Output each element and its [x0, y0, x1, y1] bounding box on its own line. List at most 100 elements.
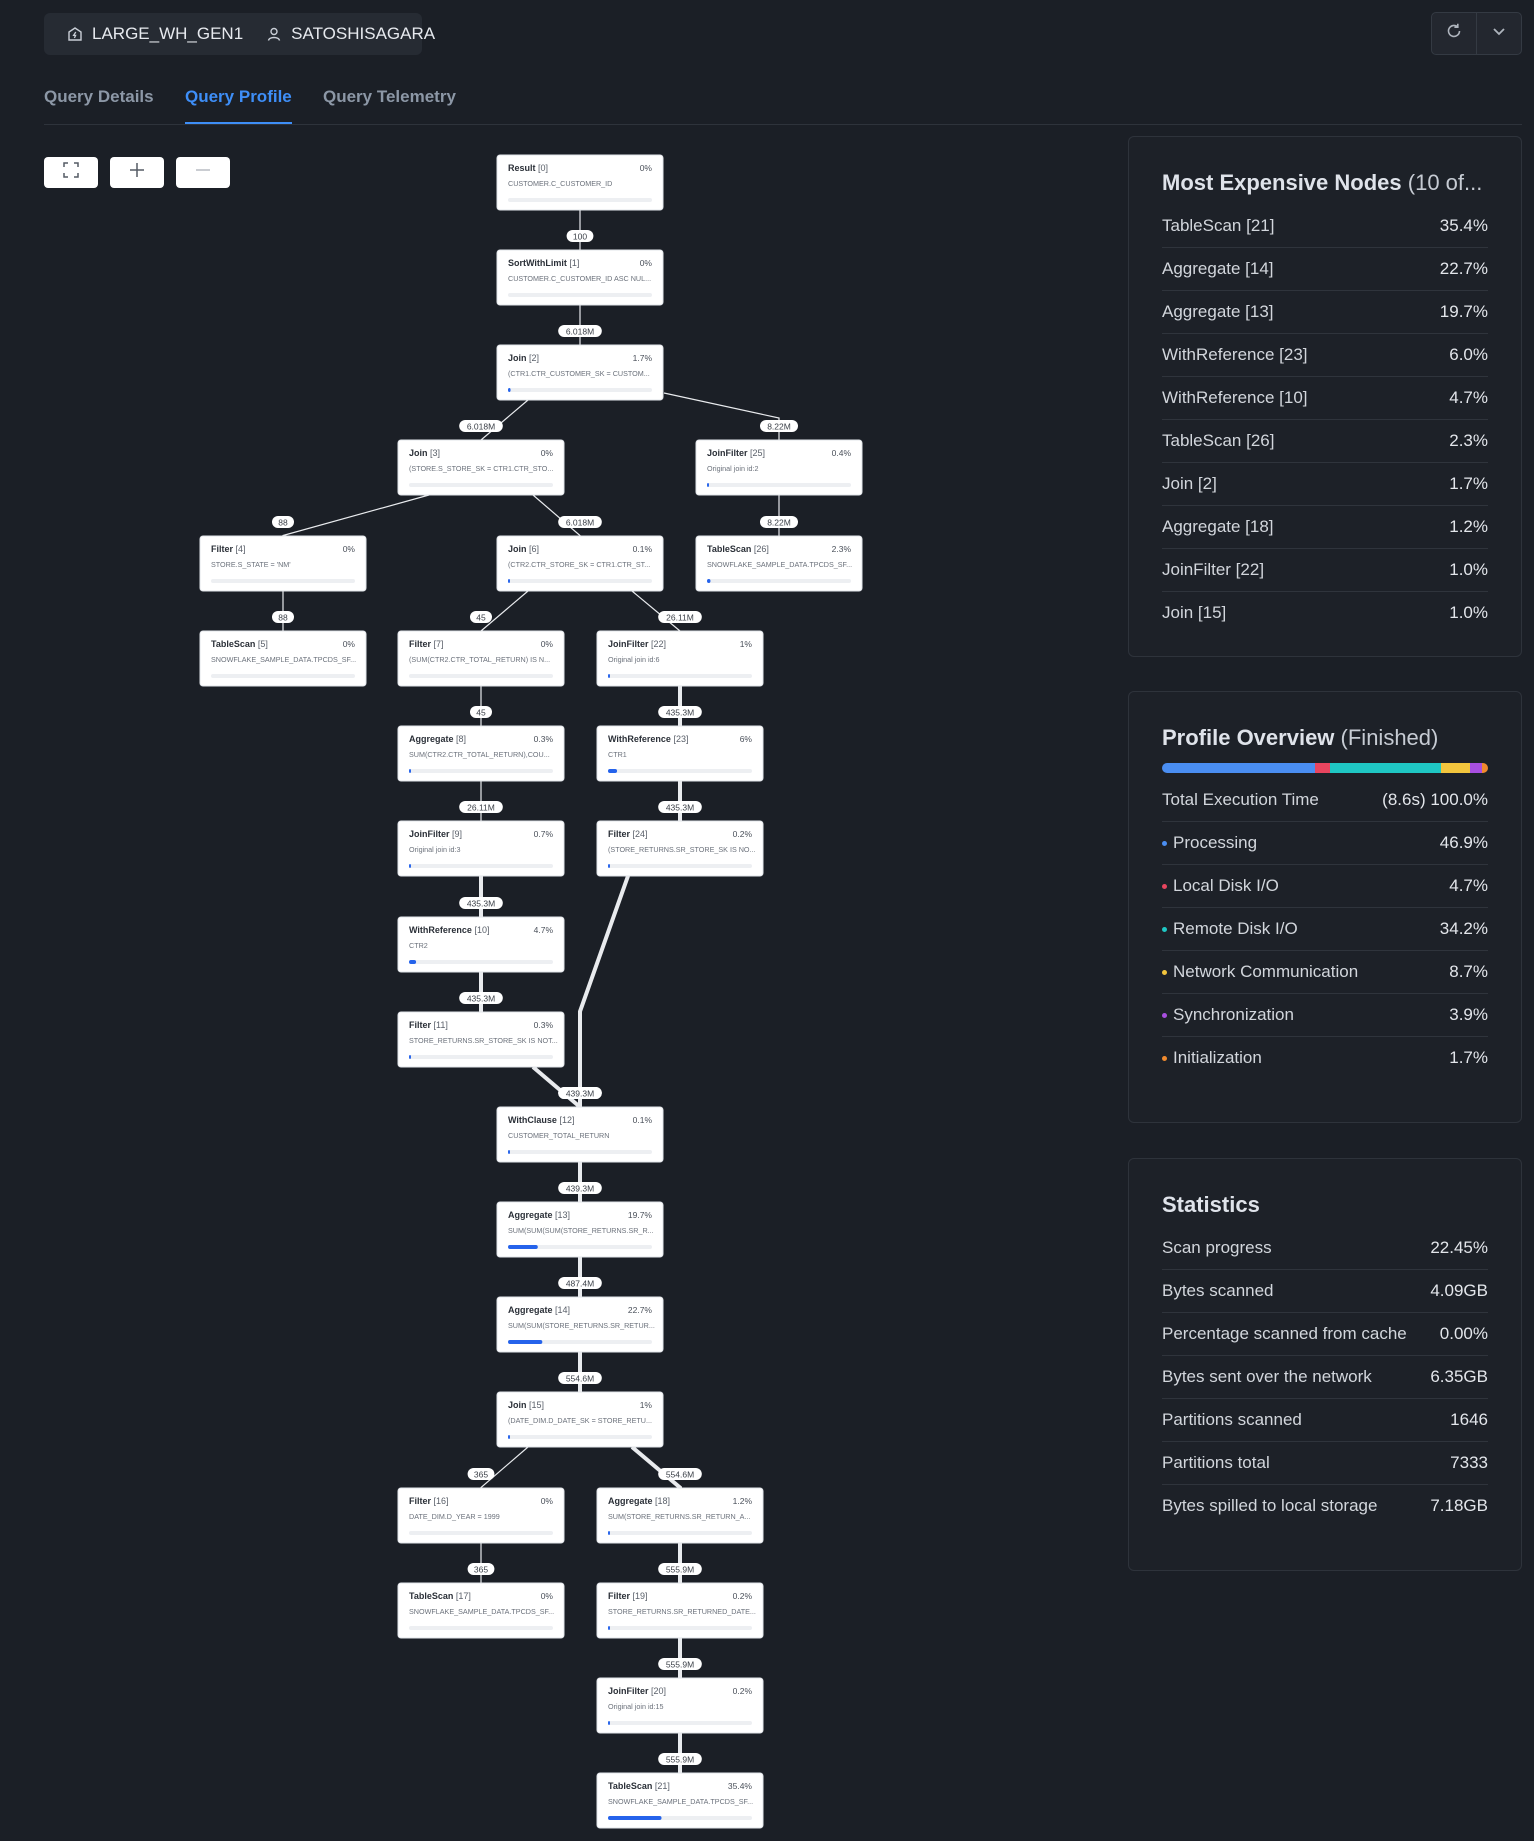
operator-node[interactable]: JoinFilter [9]0.7%Original join id:3 — [397, 820, 565, 877]
operator-node[interactable]: Filter [11]0.3%STORE_RETURNS.SR_STORE_SK… — [397, 1011, 565, 1068]
expensive-node-row[interactable]: TableScan [21]35.4% — [1162, 205, 1488, 248]
node-percent: 1.7% — [633, 353, 653, 363]
operator-node[interactable]: Filter [19]0.2%STORE_RETURNS.SR_RETURNED… — [596, 1582, 764, 1639]
edge-line — [663, 392, 780, 440]
operator-node[interactable]: JoinFilter [20]0.2%Original join id:15 — [596, 1677, 764, 1734]
edge-row-count: 435.3M — [658, 801, 702, 813]
edge-pill — [459, 992, 503, 1004]
edge-pill — [558, 516, 602, 528]
node-title: WithReference [10] — [409, 925, 489, 935]
node-percent: 22.7% — [628, 1305, 653, 1315]
node-id: [12] — [557, 1115, 575, 1125]
operator-node[interactable]: Aggregate [8]0.3%SUM(CTR2.CTR_TOTAL_RETU… — [397, 725, 565, 782]
expensive-node-row[interactable]: WithReference [23]6.0% — [1162, 334, 1488, 377]
expensive-node-value: 19.7% — [1439, 302, 1488, 321]
expensive-node-label: Aggregate [14] — [1162, 259, 1274, 278]
expensive-node-row[interactable]: Aggregate [14]22.7% — [1162, 248, 1488, 291]
operator-node[interactable]: TableScan [21]35.4%SNOWFLAKE_SAMPLE_DATA… — [596, 1772, 764, 1829]
zoom-out-button[interactable] — [176, 157, 230, 188]
node-title: JoinFilter [20] — [608, 1686, 666, 1696]
node-card — [496, 1201, 664, 1258]
node-card — [496, 1391, 664, 1448]
tab-query-profile[interactable]: Query Profile — [185, 86, 292, 124]
operator-node[interactable]: Filter [24]0.2%(STORE_RETURNS.SR_STORE_S… — [596, 820, 764, 877]
operator-node[interactable]: WithReference [23]6%CTR1 — [596, 725, 764, 782]
node-progress-fill — [608, 1626, 610, 1630]
edge-pill — [558, 1372, 602, 1384]
node-detail: CTR2 — [409, 941, 428, 950]
node-progress-track — [508, 1340, 652, 1344]
node-card — [695, 439, 863, 496]
edge-label: 6.018M — [467, 422, 495, 432]
node-detail: (CTR2.CTR_STORE_SK = CTR1.CTR_ST... — [508, 560, 650, 569]
operator-node[interactable]: Aggregate [18]1.2%SUM(STORE_RETURNS.SR_R… — [596, 1487, 764, 1544]
node-progress-track — [409, 1055, 553, 1059]
execution-bar-segment — [1162, 763, 1315, 773]
operator-node[interactable]: JoinFilter [22]1%Original join id:6 — [596, 630, 764, 687]
statistic-label: Bytes sent over the network — [1162, 1367, 1372, 1386]
operator-node[interactable]: Join [2]1.7%(CTR1.CTR_CUSTOMER_SK = CUST… — [496, 344, 664, 401]
node-id: [17] — [453, 1591, 471, 1601]
operator-node[interactable]: JoinFilter [25]0.4%Original join id:2 — [695, 439, 863, 496]
tab-query-telemetry[interactable]: Query Telemetry — [323, 87, 456, 106]
edge-line — [282, 494, 430, 537]
dropdown-button[interactable] — [1476, 13, 1521, 54]
profile-overview-status: (Finished) — [1340, 725, 1439, 750]
node-card — [496, 249, 664, 306]
operator-node[interactable]: Filter [16]0%DATE_DIM.D_YEAR = 1999 — [397, 1487, 565, 1544]
operator-node[interactable]: TableScan [26]2.3%SNOWFLAKE_SAMPLE_DATA.… — [695, 535, 863, 592]
operator-node[interactable]: TableScan [17]0%SNOWFLAKE_SAMPLE_DATA.TP… — [397, 1582, 565, 1639]
edge-row-count: 435.3M — [459, 992, 503, 1004]
node-title: JoinFilter [22] — [608, 639, 666, 649]
edge-pill — [760, 516, 798, 528]
operator-node[interactable]: Join [3]0%(STORE.S_STORE_SK = CTR1.CTR_S… — [397, 439, 565, 496]
tab-query-details[interactable]: Query Details — [44, 87, 154, 106]
breakdown-label: Remote Disk I/O — [1162, 919, 1298, 939]
edge-label: 439.3M — [566, 1089, 594, 1099]
expensive-node-label: JoinFilter [22] — [1162, 560, 1265, 579]
operator-node[interactable]: Aggregate [14]22.7%SUM(SUM(STORE_RETURNS… — [496, 1296, 664, 1353]
expensive-node-row[interactable]: WithReference [10]4.7% — [1162, 377, 1488, 420]
profile-overview-panel: Profile Overview (Finished) Total Execut… — [1128, 691, 1522, 1123]
edge-pill — [566, 230, 594, 242]
node-title-text: Filter — [608, 829, 631, 839]
node-title-text: Join — [508, 1400, 527, 1410]
operator-node[interactable]: TableScan [5]0%SNOWFLAKE_SAMPLE_DATA.TPC… — [199, 630, 367, 687]
edge-line — [532, 494, 581, 536]
edge-row-count: 555.9M — [658, 1563, 702, 1575]
node-percent: 35.4% — [728, 1781, 753, 1791]
node-progress-fill — [409, 960, 417, 964]
node-progress-track — [508, 293, 652, 297]
statistic-label: Bytes scanned — [1162, 1281, 1274, 1300]
refresh-button[interactable] — [1432, 13, 1476, 54]
expensive-node-row[interactable]: TableScan [26]2.3% — [1162, 420, 1488, 463]
operator-node[interactable]: Filter [7]0%(SUM(CTR2.CTR_TOTAL_RETURN) … — [397, 630, 565, 687]
fit-to-screen-button[interactable] — [44, 157, 98, 188]
node-detail: CUSTOMER_TOTAL_RETURN — [508, 1131, 609, 1140]
edge-label: 6.018M — [566, 327, 594, 337]
operator-node[interactable]: Aggregate [13]19.7%SUM(SUM(SUM(STORE_RET… — [496, 1201, 664, 1258]
node-title-text: Aggregate — [508, 1305, 553, 1315]
edge-row-count: 45 — [470, 611, 492, 623]
zoom-in-button[interactable] — [110, 157, 164, 188]
expensive-node-row[interactable]: Join [15]1.0% — [1162, 592, 1488, 634]
operator-node[interactable]: SortWithLimit [1]0%CUSTOMER.C_CUSTOMER_I… — [496, 249, 664, 306]
operator-node[interactable]: Join [6]0.1%(CTR2.CTR_STORE_SK = CTR1.CT… — [496, 535, 664, 592]
operator-node[interactable]: Filter [4]0%STORE.S_STATE = 'NM' — [199, 535, 367, 592]
expensive-node-row[interactable]: Aggregate [18]1.2% — [1162, 506, 1488, 549]
expensive-node-row[interactable]: Aggregate [13]19.7% — [1162, 291, 1488, 334]
expensive-node-row[interactable]: Join [2]1.7% — [1162, 463, 1488, 506]
operator-node[interactable]: Result [0]0%CUSTOMER.C_CUSTOMER_ID — [496, 154, 664, 211]
node-progress-track — [211, 579, 355, 583]
expensive-node-row[interactable]: JoinFilter [22]1.0% — [1162, 549, 1488, 592]
node-percent: 0% — [541, 639, 554, 649]
operator-node[interactable]: WithReference [10]4.7%CTR2 — [397, 916, 565, 973]
operator-node[interactable]: Join [15]1%(DATE_DIM.D_DATE_SK = STORE_R… — [496, 1391, 664, 1448]
most-expensive-title: Most Expensive Nodes — [1162, 170, 1402, 195]
operator-node[interactable]: WithClause [12]0.1%CUSTOMER_TOTAL_RETURN — [496, 1106, 664, 1163]
